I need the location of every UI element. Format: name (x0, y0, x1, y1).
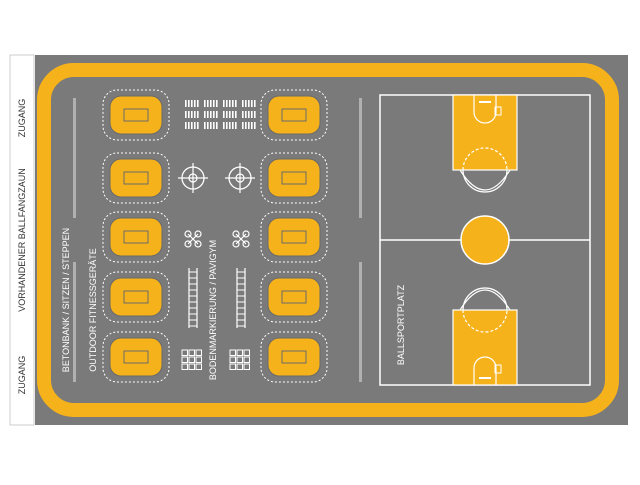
fitness-stations (102, 89, 328, 383)
running-track (37, 63, 619, 417)
grid-marking-icon (181, 349, 202, 370)
outdoor-fitness-label: OUTDOOR FITNESSGERÄTE (88, 248, 98, 372)
running-track-label: RUNDLAUFSTRECKE (41, 284, 50, 365)
ladder-marking-icon (188, 268, 198, 328)
court-center-circle (460, 215, 510, 265)
ball-court (379, 94, 591, 386)
fitness-pad-icon (102, 89, 170, 141)
rotor-station-icon (178, 163, 208, 193)
fitness-pad-icon (260, 89, 328, 141)
fitness-pad-icon (260, 211, 328, 263)
propeller-marking-icon (232, 230, 250, 248)
fitness-pad-icon (260, 331, 328, 383)
access-strip (9, 54, 35, 426)
ball-court-label: BALLSPORTPLATZ (396, 284, 406, 365)
concrete-bench-label: BETONBANK / SITZEN / STEPPEN (61, 228, 71, 372)
three-point-arc-top (459, 169, 511, 191)
access-label-top: ZUGANG (17, 99, 27, 138)
key-bottom (452, 309, 518, 386)
floor-marking-label: BODENMARKIERUNG / PAVIGYM (208, 240, 218, 380)
bench-rows-icon (185, 100, 256, 129)
three-point-arc-bottom (459, 289, 511, 311)
fence-label: VORHANDENER BALLFANGZAUN (17, 168, 27, 312)
grid-marking-icon (229, 349, 250, 370)
ladder-marking-icon (236, 268, 246, 328)
fitness-pad-icon (102, 152, 170, 204)
fitness-pad-icon (260, 152, 328, 204)
rotor-station-icon (225, 163, 255, 193)
fitness-pad-icon (102, 331, 170, 383)
propeller-marking-icon (184, 230, 202, 248)
fitness-pad-icon (102, 211, 170, 263)
key-top (452, 94, 518, 171)
bench-bars-icon (73, 98, 362, 382)
fitness-pad-icon (260, 271, 328, 323)
fitness-pad-icon (102, 271, 170, 323)
access-label-bottom: ZUGANG (17, 356, 27, 395)
